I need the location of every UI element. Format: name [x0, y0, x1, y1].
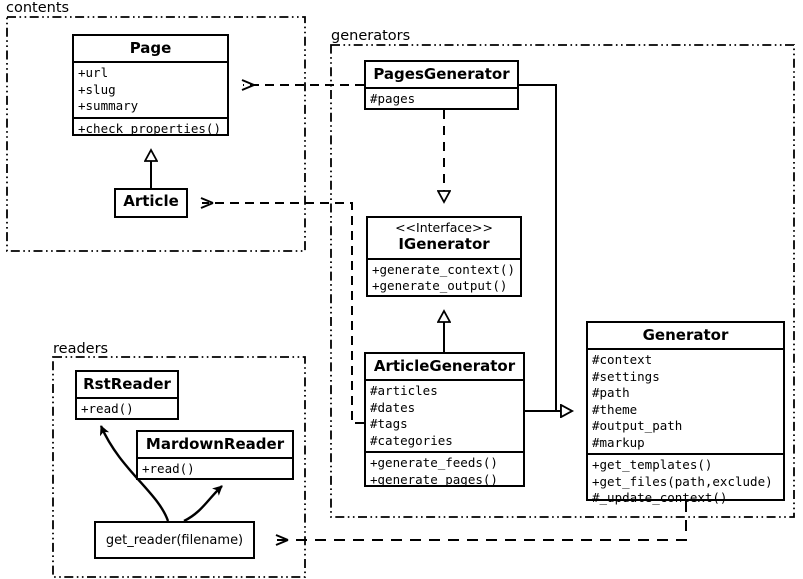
class-name-page: Page	[129, 39, 172, 57]
class-name-article: Article	[123, 192, 179, 210]
methods-compartment-mardownreader: +read()	[138, 457, 292, 480]
class-name-pagesgenerator: PagesGenerator	[373, 65, 510, 83]
attribute-row: #path	[592, 385, 630, 401]
attribute-row: #output_path	[592, 418, 683, 434]
class-name-generator: Generator	[642, 326, 729, 344]
methods-compartment-page: +check_properties()	[74, 116, 227, 140]
method-row: +generate_output()	[372, 278, 508, 294]
class-box-articlegenerator[interactable]: ArticleGenerator #articles #dates #tags …	[364, 352, 525, 487]
class-box-page[interactable]: Page +url +slug +summary +check_properti…	[72, 34, 229, 136]
attribute-row: #dates	[370, 399, 416, 415]
method-row: #_update_context()	[592, 490, 728, 506]
attributes-compartment-generator: #context #settings #path #theme #output_…	[588, 348, 783, 453]
attribute-row: +slug	[78, 81, 116, 97]
attribute-row: #theme	[592, 401, 638, 417]
class-name-igenerator: IGenerator	[398, 235, 490, 254]
attribute-row: #pages	[370, 91, 416, 107]
methods-compartment-generator: +get_templates() +get_files(path,exclude…	[588, 453, 783, 509]
attributes-compartment-articlegenerator: #articles #dates #tags #categories	[366, 379, 523, 451]
function-label-get-reader: get_reader(filename)	[105, 532, 244, 548]
class-box-pagesgenerator[interactable]: PagesGenerator #pages	[364, 60, 519, 110]
attribute-row: #categories	[370, 432, 453, 448]
package-label-readers: readers	[53, 341, 109, 357]
method-row: +generate_feeds()	[370, 455, 498, 471]
attribute-row: +url	[78, 65, 109, 81]
attribute-row: +summary	[78, 98, 139, 114]
attribute-row: #articles	[370, 383, 438, 399]
method-row: +generate_context()	[372, 261, 515, 277]
attributes-compartment-page: +url +slug +summary	[74, 61, 227, 117]
method-row: +check_properties()	[78, 120, 221, 136]
attributes-compartment-pagesgenerator: #pages	[366, 87, 517, 110]
package-label-contents: contents	[6, 0, 70, 16]
package-label-generators: generators	[331, 28, 411, 44]
class-stereotype-igenerator: <<Interface>>	[395, 220, 493, 235]
class-box-article[interactable]: Article	[114, 188, 188, 218]
method-row: +read()	[142, 461, 195, 477]
class-box-mardownreader[interactable]: MardownReader +read()	[136, 430, 294, 480]
attribute-row: #tags	[370, 416, 408, 432]
attribute-row: #context	[592, 352, 653, 368]
method-row: +get_files(path,exclude)	[592, 473, 773, 489]
method-row: +generate_pages()	[370, 471, 498, 487]
class-box-generator[interactable]: Generator #context #settings #path #them…	[586, 321, 785, 505]
relation-pagesgenerator-inherits-generator	[519, 84, 572, 411]
method-row: +get_templates()	[592, 457, 713, 473]
attribute-row: #settings	[592, 368, 660, 384]
class-box-rstreader[interactable]: RstReader +read()	[75, 370, 179, 420]
methods-compartment-igenerator: +generate_context() +generate_output()	[368, 257, 520, 297]
class-name-mardownreader: MardownReader	[145, 435, 285, 453]
class-name-rstreader: RstReader	[83, 375, 171, 393]
relation-articlegenerator-uses-article	[200, 197, 364, 424]
method-row: +read()	[81, 401, 134, 417]
class-name-articlegenerator: ArticleGenerator	[373, 357, 516, 375]
attribute-row: #markup	[592, 434, 645, 450]
methods-compartment-articlegenerator: +generate_feeds() +generate_pages()	[366, 451, 523, 490]
relation-getreader-creates-mardownreader	[183, 485, 223, 523]
methods-compartment-rstreader: +read()	[77, 397, 177, 420]
class-box-igenerator[interactable]: <<Interface>> IGenerator +generate_conte…	[366, 216, 522, 297]
function-box-get-reader[interactable]: get_reader(filename)	[94, 521, 255, 559]
